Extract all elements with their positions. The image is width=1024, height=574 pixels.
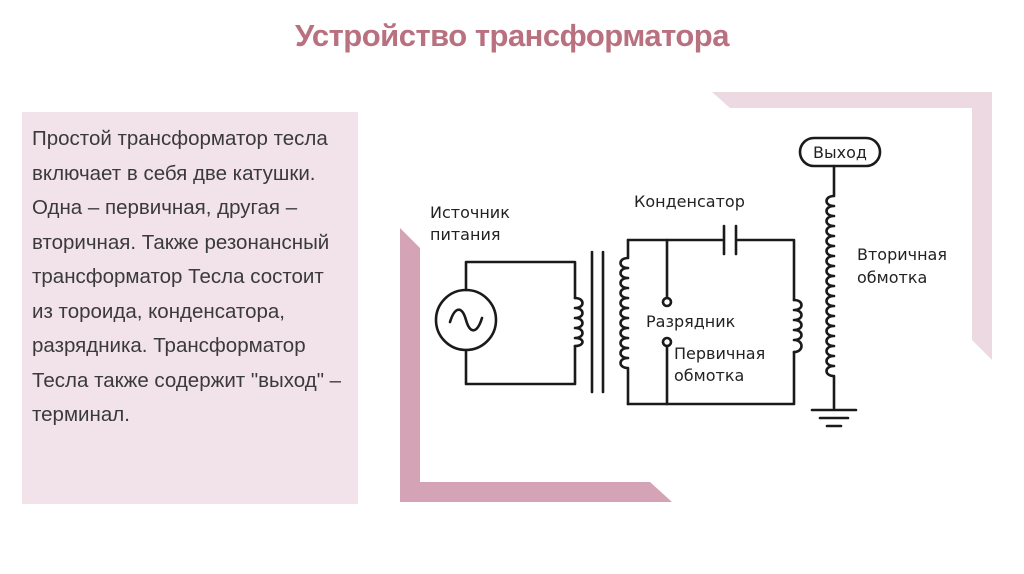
primary-winding-label-line2: обмотка [674,366,744,385]
tesla-primary-coil [792,298,803,354]
output-terminal [798,136,882,168]
slide-title: Устройство трансформатора [295,18,729,53]
secondary-winding-label-line2: обмотка [857,268,927,287]
output-label: Выход [813,143,867,162]
tesla-secondary-coil [825,164,836,410]
description-panel: Простой трансформатор тесла включает в с… [22,112,358,504]
top-wire-right [736,238,796,302]
transformer-secondary-coil [619,238,630,406]
spark-gap-label: Разрядник [646,312,736,331]
description-text: Простой трансформатор тесла включает в с… [32,127,342,426]
bottom-wire [626,350,796,406]
ground-icon [810,408,858,428]
source-wire-top [464,260,577,300]
ac-source [434,288,498,352]
spark-gap-top-node [661,296,673,308]
source-label-line1: Источник [430,203,510,222]
secondary-winding-label-line1: Вторичная [857,245,947,264]
capacitor-label: Конденсатор [634,192,745,211]
transformer-primary-coil [573,296,584,348]
primary-winding-label-line1: Первичная [674,344,765,363]
source-wire-bottom [464,344,577,386]
source-label-line2: питания [430,225,500,244]
